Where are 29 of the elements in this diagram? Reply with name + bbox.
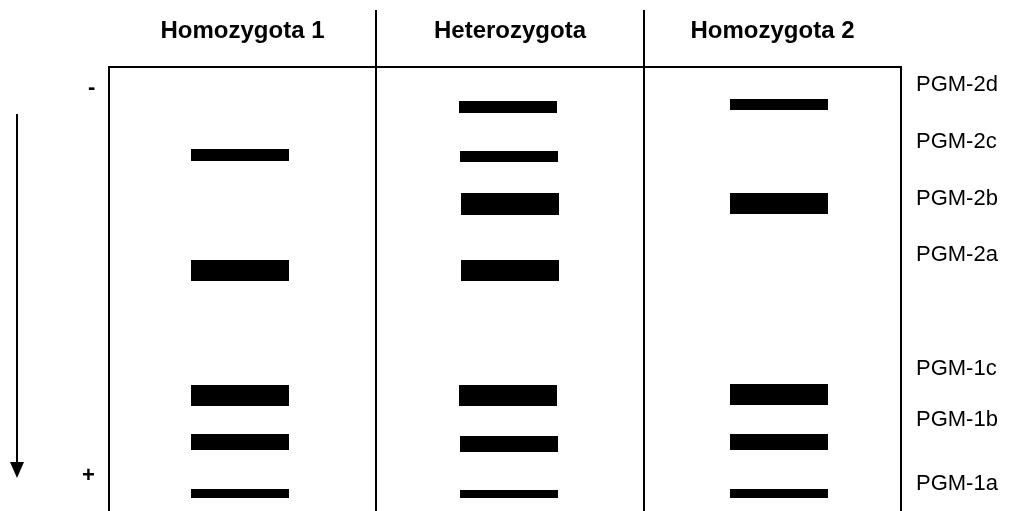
gel-band: [460, 436, 558, 452]
band-label: PGM-2b: [916, 187, 998, 209]
band-label: PGM-2c: [916, 130, 997, 152]
gel-band: [191, 489, 289, 498]
band-label: PGM-1b: [916, 408, 998, 430]
band-label: PGM-2a: [916, 243, 998, 265]
gel-band: [191, 149, 289, 161]
band-label: PGM-1c: [916, 357, 997, 379]
gel-band: [459, 101, 557, 113]
column-heading: Heterozygota: [433, 16, 588, 44]
gel-band: [730, 99, 828, 110]
gel-band: [461, 260, 559, 281]
gel-band: [730, 193, 828, 214]
gel-band: [461, 193, 559, 215]
gel-band: [191, 385, 289, 406]
gel-band: [730, 489, 828, 498]
gel-band: [730, 434, 828, 450]
column-heading: Homozygota 2: [689, 16, 856, 44]
band-label: PGM-2d: [916, 73, 998, 95]
column-heading: Homozygota 1: [159, 16, 326, 44]
gel-band: [460, 490, 558, 498]
gel-band: [460, 151, 558, 162]
gel-band: [191, 260, 289, 281]
gel-band: [730, 384, 828, 405]
polarity-sign: -: [88, 76, 96, 98]
polarity-sign: +: [82, 464, 95, 486]
gel-band: [191, 434, 289, 450]
gel-band: [459, 385, 557, 406]
band-label: PGM-1a: [916, 472, 998, 494]
